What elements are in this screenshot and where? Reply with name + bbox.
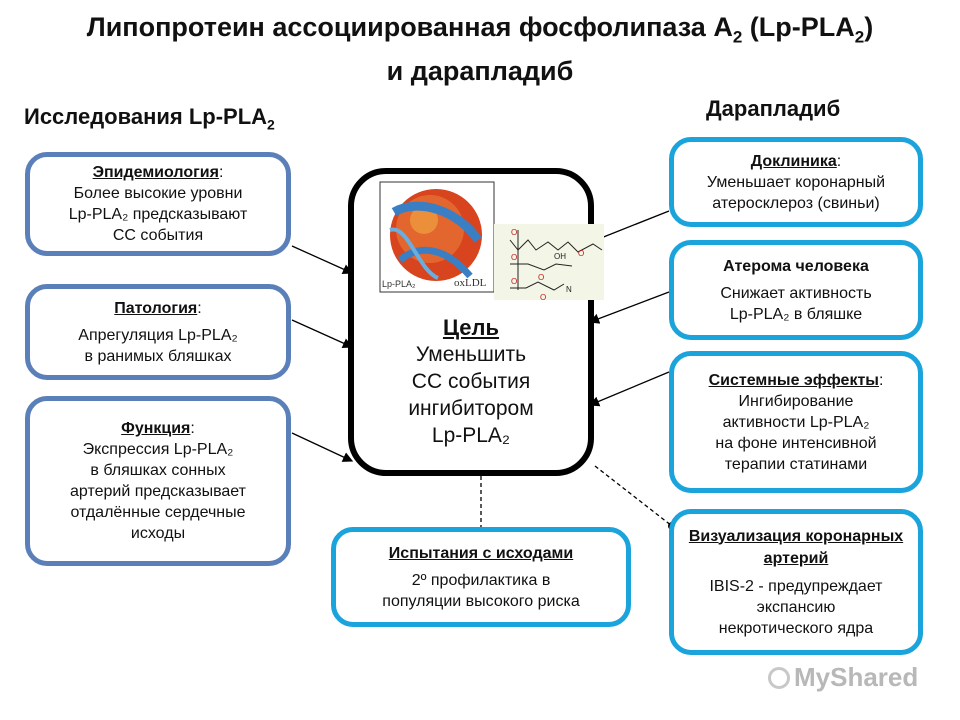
watermark-icon xyxy=(768,667,790,689)
lipoprotein-molecule-image: Lp-PLA₂ oxLDL O O O O O O OH N xyxy=(379,181,604,300)
box-function: Функция: Экспрессия Lp-PLA₂ в бляшках со… xyxy=(25,396,291,566)
arrow-epidemiology xyxy=(291,245,354,275)
svg-text:O: O xyxy=(511,253,517,262)
arrow-pathology xyxy=(291,319,354,349)
box-imaging: Визуализация коронарных артерий IBIS-2 -… xyxy=(669,509,923,655)
box-outcomes: Испытания с исходами 2º профилактика в п… xyxy=(331,527,631,627)
arrow-function xyxy=(291,432,354,462)
goal-text: Цель Уменьшить СС события ингибитором Lp… xyxy=(354,314,588,449)
goal-heading: Цель xyxy=(442,315,500,340)
box-epidemiology: Эпидемиология: Более высокие уровни Lp-P… xyxy=(25,152,291,256)
heading: Эпидемиология xyxy=(92,164,219,181)
page-title: Липопротеин ассоциированная фосфолипаза … xyxy=(86,12,874,87)
svg-text:O: O xyxy=(538,273,544,282)
svg-text:Lp-PLA₂: Lp-PLA₂ xyxy=(382,279,416,289)
box-atheroma: Атерома человека Снижает активность Lp-P… xyxy=(669,240,923,340)
svg-text:oxLDL: oxLDL xyxy=(454,277,487,289)
dashed-imaging xyxy=(594,465,673,527)
box-preclinic: Доклиника: Уменьшает коронарный атероскл… xyxy=(669,137,923,227)
line-preclinic xyxy=(595,210,670,241)
arrow-atheroma xyxy=(588,291,670,324)
svg-text:N: N xyxy=(566,285,572,294)
svg-text:OH: OH xyxy=(554,252,566,261)
goal-box: Lp-PLA₂ oxLDL O O O O O O OH N Цель Уменьшит… xyxy=(348,168,604,476)
arrow-systemic xyxy=(588,371,670,407)
svg-text:O: O xyxy=(511,228,517,237)
right-section-header: Дарапладиб xyxy=(706,96,841,121)
svg-text:O: O xyxy=(578,249,584,258)
watermark-logo: MyShared xyxy=(768,662,918,693)
box-systemic: Системные эффекты: Ингибирование активно… xyxy=(669,351,923,493)
left-section-header: Исследования Lp-PLA2 xyxy=(24,104,275,133)
svg-text:O: O xyxy=(540,293,546,300)
box-pathology: Патология: Апрегуляция Lp-PLA₂ в ранимых… xyxy=(25,284,291,380)
svg-text:O: O xyxy=(511,277,517,286)
